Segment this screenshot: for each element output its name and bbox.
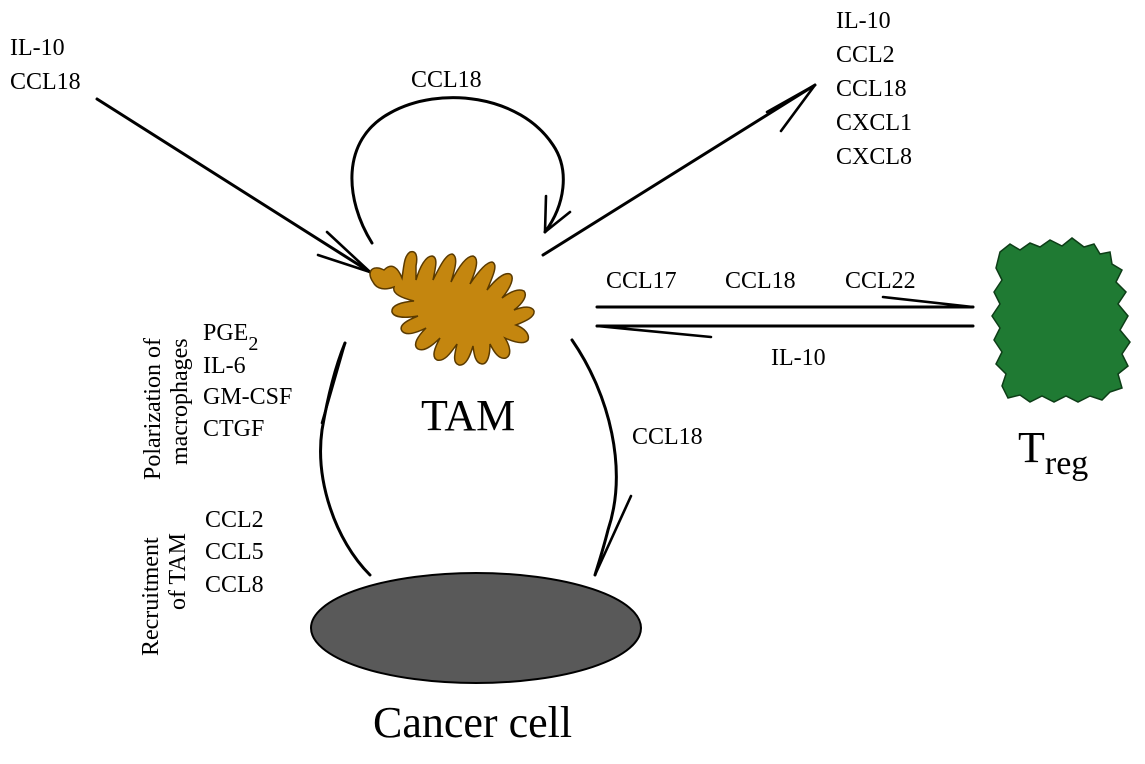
recruitment-item: CCL8 — [205, 572, 264, 598]
output-signal-item: IL-10 — [836, 8, 891, 34]
polarization-title-line-2: macrophages — [167, 338, 193, 465]
polarization-item: PGE2 — [203, 320, 258, 355]
output-signal-item: CXCL1 — [836, 110, 912, 136]
polarization-item-text: PGE — [203, 320, 248, 346]
arrow-cancer-to-tam — [319, 341, 372, 577]
tam-to-treg-signals: CCL17 CCL18 CCL22 — [606, 268, 916, 294]
arrow-autocrine-loop — [350, 96, 572, 245]
input-signal-item: IL-10 — [10, 35, 65, 61]
input-signal-item: CCL18 — [10, 69, 81, 95]
arrow-tam-to-treg — [595, 295, 975, 309]
output-signal-item: CCL18 — [836, 76, 907, 102]
treg-cell-shape — [991, 237, 1131, 403]
tam-label: TAM — [421, 391, 515, 440]
arrow-input-to-tam — [95, 97, 372, 274]
polarization-title-line-1: Polarization of — [140, 338, 166, 480]
cancer-cell-label: Cancer cell — [373, 698, 572, 747]
tam-cell-shape — [369, 250, 535, 366]
arrow-tam-to-cancer — [570, 338, 633, 577]
arrow-treg-to-tam — [595, 324, 975, 339]
treg-to-tam-signal: IL-10 — [771, 345, 826, 371]
polarization-item: CTGF — [203, 416, 264, 442]
output-signal-item: CXCL8 — [836, 144, 912, 170]
recruitment-group: Recruitment of TAM CCL2 CCL5 CCL8 — [138, 507, 264, 656]
recruitment-title-line-1: Recruitment — [138, 537, 164, 656]
tam-to-treg-signal: CCL22 — [845, 268, 916, 294]
tam-to-cancer-signal: CCL18 — [632, 424, 703, 450]
treg-label-main: T — [1018, 423, 1045, 472]
tam-to-treg-signal: CCL18 — [725, 268, 796, 294]
polarization-item: GM-CSF — [203, 384, 292, 410]
output-signal-item: CCL2 — [836, 42, 895, 68]
recruitment-title-line-2: of TAM — [165, 533, 191, 610]
treg-label-subscript: reg — [1045, 445, 1088, 482]
recruitment-item: CCL5 — [205, 539, 264, 565]
polarization-item: IL-6 — [203, 353, 246, 379]
cancer-cell-shape — [310, 572, 642, 684]
input-signal-list: IL-10 CCL18 — [10, 35, 81, 95]
autocrine-signal-label: CCL18 — [411, 67, 482, 93]
arrow-tam-output — [541, 83, 817, 257]
polarization-item-subscript: 2 — [248, 333, 258, 355]
output-signal-list: IL-10 CCL2 CCL18 CXCL1 CXCL8 — [836, 8, 912, 170]
polarization-group: Polarization of macrophages PGE2 IL-6 GM… — [140, 320, 292, 480]
recruitment-item: CCL2 — [205, 507, 264, 533]
treg-label: Treg — [1018, 423, 1088, 482]
tam-to-treg-signal: CCL17 — [606, 268, 677, 294]
